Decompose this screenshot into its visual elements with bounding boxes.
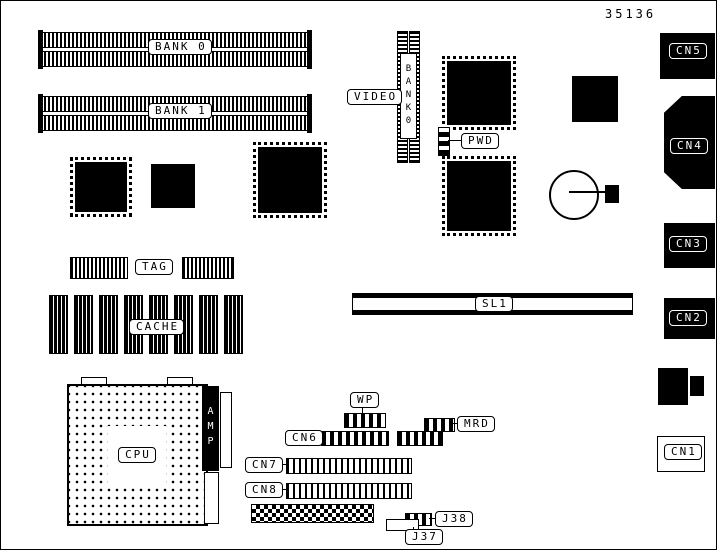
cn8-header	[286, 483, 412, 499]
cn4-label: CN4	[670, 138, 708, 154]
leader-line	[453, 423, 458, 424]
chip	[253, 142, 327, 218]
rear-connector-small	[690, 376, 704, 396]
cn1-label: CN1	[664, 444, 702, 460]
chip	[442, 56, 516, 130]
battery-clip	[605, 185, 619, 203]
chip	[70, 157, 132, 217]
bank0-label: BANK 0	[148, 39, 212, 55]
cn2-label: CN2	[669, 310, 707, 326]
cn3-label: CN3	[669, 236, 707, 252]
cn7-label: CN7	[245, 457, 283, 473]
pwd-label: PWD	[461, 133, 499, 149]
chip	[572, 76, 618, 122]
cn5-label: CN5	[669, 43, 707, 59]
cache-chip	[74, 295, 93, 354]
cache-chip	[224, 295, 243, 354]
chip	[442, 156, 516, 236]
leader-line	[362, 405, 363, 414]
cache-chip	[99, 295, 118, 354]
j38-label: J38	[435, 511, 473, 527]
jumper-block	[251, 504, 374, 523]
lever-arm	[220, 392, 232, 468]
video-bank0-label: BANK0	[400, 53, 417, 139]
wp-label: WP	[350, 392, 380, 408]
cpu-socket-hole: CPU	[108, 426, 166, 484]
cn6-header	[321, 431, 389, 446]
part-number: 35136	[605, 7, 657, 21]
bank1-label: BANK 1	[148, 103, 212, 119]
sl1-label: SL1	[475, 296, 513, 312]
chip	[151, 164, 195, 208]
lever-handle	[204, 472, 219, 524]
leader-line	[448, 140, 461, 141]
cn8-label: CN8	[245, 482, 283, 498]
video-label: VIDEO	[347, 89, 403, 105]
cpu-socket: CPU	[67, 384, 208, 526]
cache-label: CACHE	[129, 319, 185, 335]
amp-lever: AMP	[202, 386, 219, 471]
battery-clip-line	[569, 191, 609, 193]
cache-chip	[199, 295, 218, 354]
j37-connector	[386, 519, 419, 531]
leader-line	[429, 518, 436, 519]
cn6-label: CN6	[285, 430, 323, 446]
tag-chip	[182, 257, 234, 279]
wp-jumper	[344, 413, 386, 428]
cache-chip	[49, 295, 68, 354]
pwd-jumper	[438, 127, 450, 156]
rear-connector	[658, 368, 688, 405]
cn6-header-b	[397, 431, 443, 446]
cpu-label: CPU	[118, 447, 156, 463]
battery	[549, 170, 599, 220]
tag-label: TAG	[135, 259, 173, 275]
cn7-header	[286, 458, 412, 474]
mrd-jumper	[424, 418, 455, 432]
mrd-label: MRD	[457, 416, 495, 432]
j37-label: J37	[405, 529, 443, 545]
tag-chip	[70, 257, 128, 279]
